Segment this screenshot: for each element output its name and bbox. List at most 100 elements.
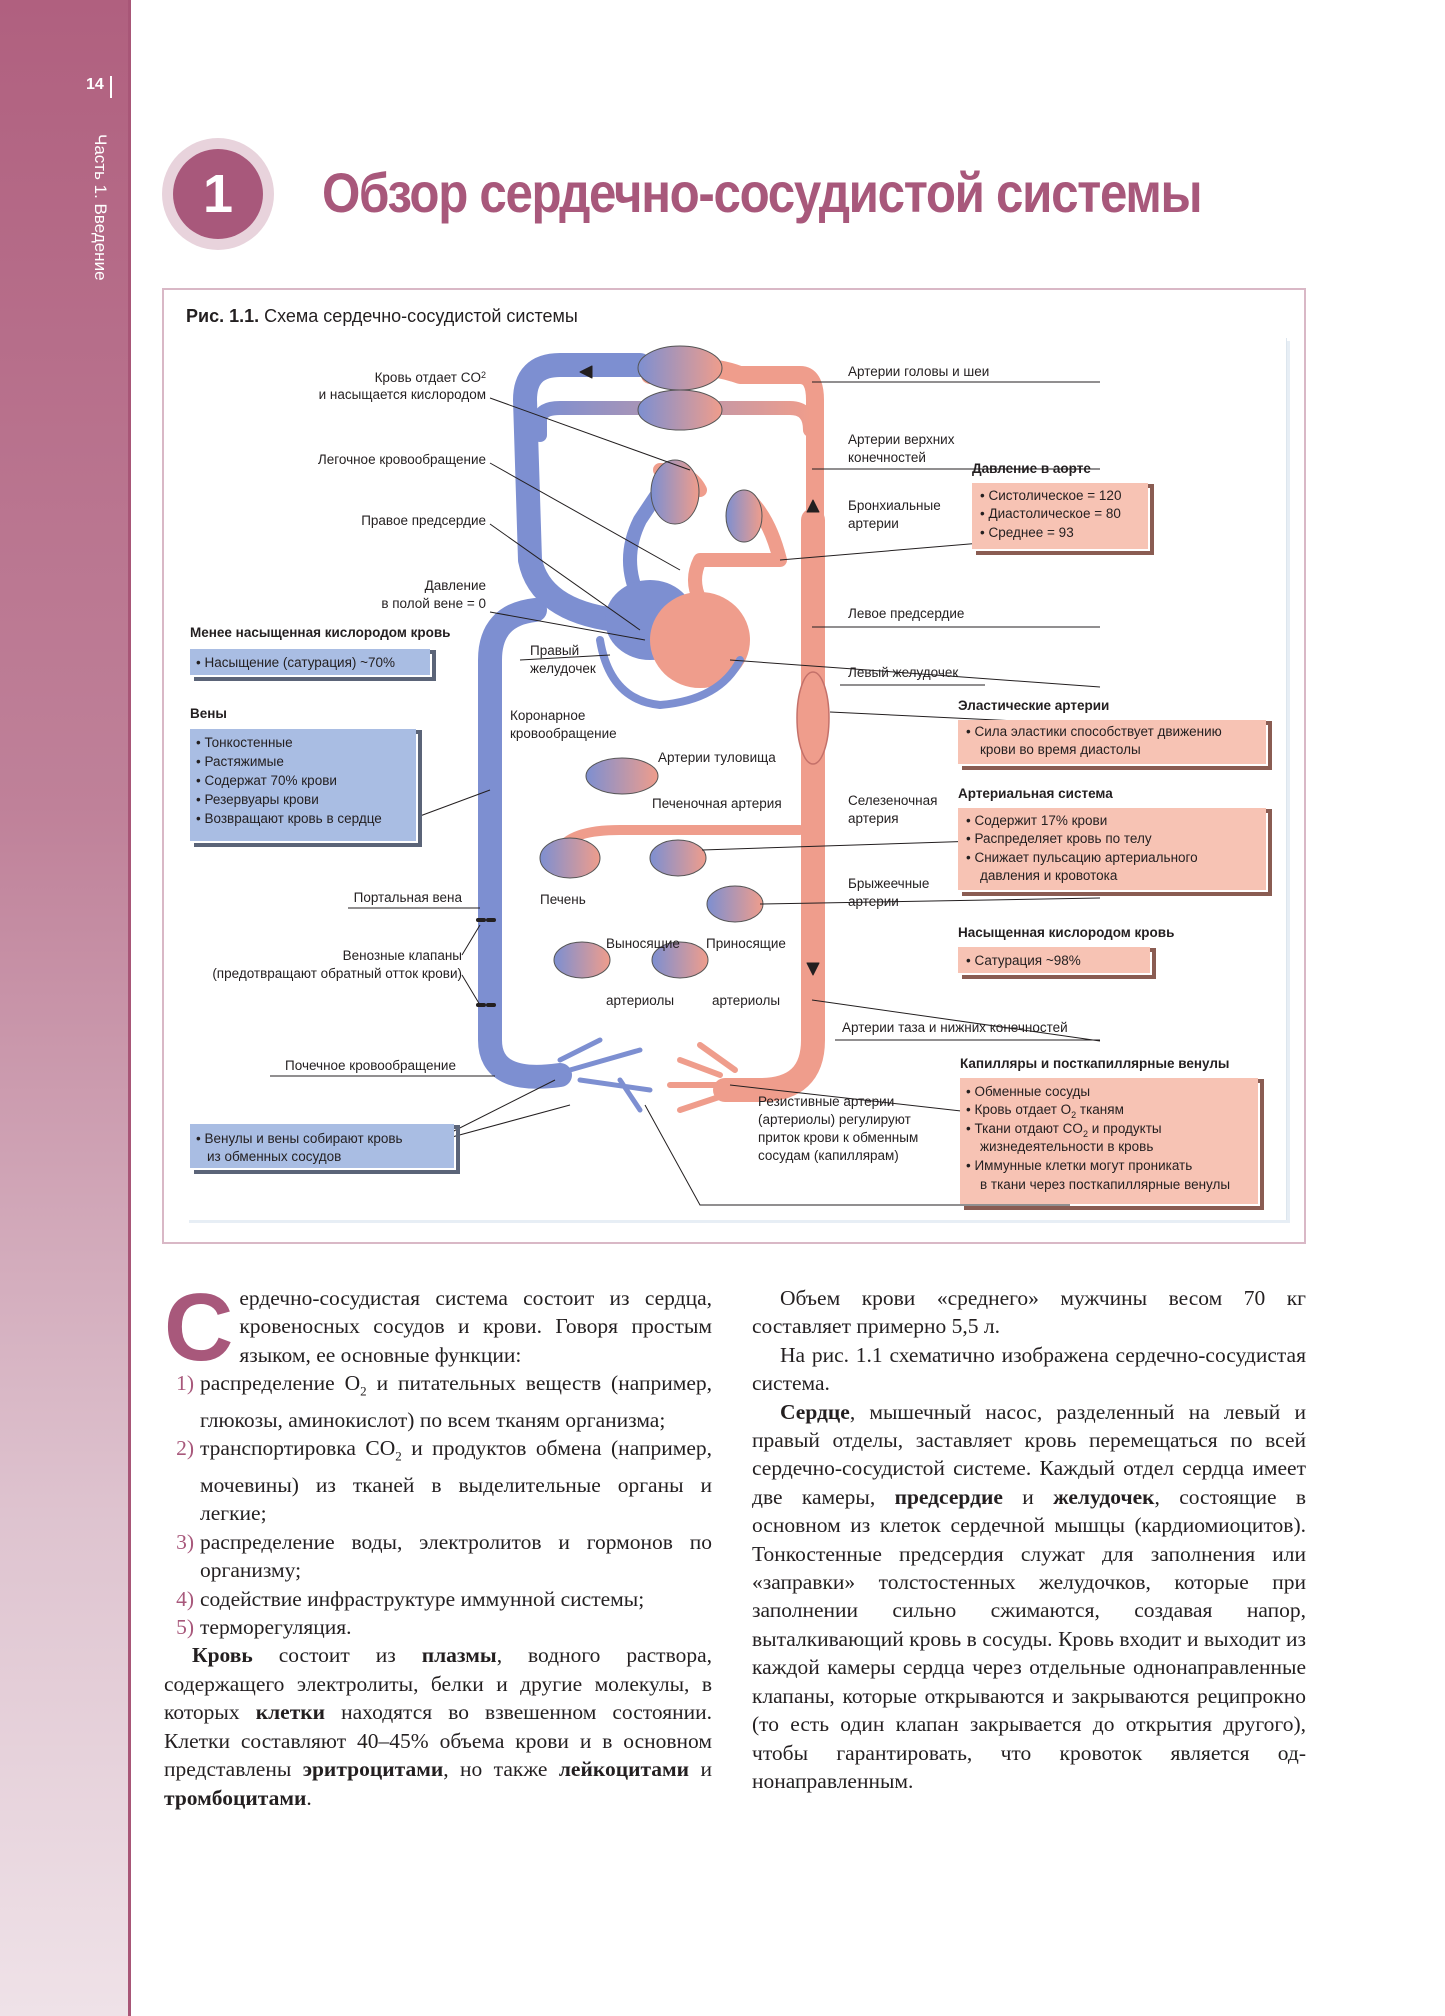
resistance-arterioles (667, 1042, 738, 1113)
subscript: 2 (395, 1448, 402, 1464)
circulation-diagram: Кровь отдает CO2 и насыщается кислородом… (190, 345, 1272, 1210)
box-deoxy-item: • Насыщение (сатурация) ~70% (196, 655, 395, 670)
box-veins-title: Вены (190, 706, 227, 721)
function-item-3: 3)распределение воды, электролитов и гор… (164, 1528, 712, 1585)
label-right-ventricle: Правый (530, 643, 579, 658)
label-arterioles-1: артериолы (606, 993, 674, 1008)
function-item-number: 3) (176, 1529, 194, 1554)
box-elastic-arteries: Эластические артерии • Сила эластики спо… (958, 698, 1272, 770)
head-capillary-bed (637, 345, 723, 391)
box-veins: Вены • Тонкостенные • Растяжимые • Содер… (190, 706, 422, 847)
intro-text: ердечно-сосудистая система состоит из се… (239, 1286, 712, 1367)
label-efferent: Выносящие (606, 936, 680, 951)
venous-valves (476, 918, 496, 1007)
term-platelets: тромбоцитами (164, 1785, 307, 1810)
blood-paragraph: Кровь состоит из плазмы, водного раствор… (164, 1641, 712, 1811)
text-run: , водного раствора, содержащего электрол… (164, 1643, 712, 1725)
text-run: , мышечный насос, разделенный на левый и… (752, 1399, 1306, 1509)
function-item-text-cont: и питательных веществ (например, глюкозы… (200, 1371, 713, 1432)
text-run: и (689, 1757, 712, 1782)
box-oxy-title: Насыщенная кислородом кровь (958, 925, 1174, 940)
label-bronchial: Бронхиальные (848, 498, 941, 513)
box-arterial-title: Артериальная система (958, 786, 1113, 801)
heart-left (650, 592, 750, 688)
box-veins-item-5: • Возвращают кровь в сердце (196, 811, 382, 826)
box-veins-item-2: • Растяжимые (196, 754, 284, 769)
box-elastic-item-2: крови во время диастолы (980, 742, 1141, 757)
function-item-4: 4)содействие инфраструктуре иммунной си­… (164, 1585, 712, 1613)
pulmonary-trunk (513, 353, 652, 632)
box-capillaries-item-5: • Иммунные клетки могут проникать (966, 1158, 1192, 1173)
figure-reference-paragraph: На рис. 1.1 схематично изображена сердеч… (752, 1342, 1306, 1396)
box-elastic-item-1: • Сила эластики способствует движению (966, 724, 1222, 739)
label-upper-limbs-line2: конечностей (848, 450, 926, 465)
label-resistance: Резистивные артерии (758, 1094, 894, 1109)
label-hepatic-artery: Печеночная артерия (652, 796, 782, 811)
box-capillaries-item-4: жизнедеятельности в кровь (980, 1139, 1153, 1154)
label-left-atrium: Левое предсердие (848, 606, 964, 621)
label-arterioles-2: артериолы (712, 993, 780, 1008)
function-item-2: 2)транспортировка CO2 и продуктов обмена… (164, 1434, 712, 1528)
term-blood: Кровь (192, 1643, 253, 1668)
box-aorta-title: Давление в аорте (972, 461, 1091, 476)
flow-arrows (579, 365, 820, 976)
box-aorta-item-2: • Диастолическое = 80 (980, 506, 1121, 521)
box-capillaries-item-2: • Кровь отдает O2 тканям (966, 1102, 1124, 1120)
box-capillaries-item-3: • Ткани отдают CO2 и продукты (966, 1121, 1162, 1139)
box-aorta-pressure: Давление в аорте • Систолическое = 120 •… (972, 461, 1154, 555)
function-item-number: 2) (176, 1436, 194, 1461)
label-bronchial-line2: артерии (848, 516, 899, 531)
text-column-right: Объем крови «среднего» мужчины весом 70 … (752, 1284, 1306, 1795)
label-co2: Кровь отдает CO2 (375, 370, 486, 385)
kidney-capillary-bed (553, 941, 611, 979)
label-portal-vein: Портальная вена (354, 890, 463, 905)
text-run: состоит из (252, 1643, 422, 1668)
function-item-text: распределение воды, электролитов и гормо… (200, 1529, 712, 1583)
coronary-loop (596, 636, 744, 709)
function-item-text-cont: и продуктов обмена (например, мочевины) … (200, 1436, 712, 1526)
label-venous-valves-line2: (предотвращают обратный отток крови) (212, 966, 462, 981)
lung-capillary-bed (650, 459, 700, 525)
function-item-text: транспортировка CO (200, 1436, 396, 1461)
liver-capillary-bed (539, 837, 601, 879)
box-oxygenated: Насыщенная кислородом кровь • Сатурация … (958, 925, 1174, 979)
text-run: находятся во взвешенном состоянии. Клетк… (164, 1700, 712, 1782)
label-head-arteries: Артерии головы и шеи (848, 364, 989, 379)
box-venules-line1: • Венулы и вены собирают кровь (196, 1131, 403, 1146)
function-item-number: 4) (176, 1586, 194, 1611)
subscript: 2 (360, 1383, 367, 1399)
capillary-beds (539, 345, 764, 979)
text-run: и (1002, 1484, 1054, 1509)
label-resistance-line3: приток крови к обменным (758, 1130, 918, 1145)
box-venules: • Венулы и вены собирают кровь из обменн… (190, 1124, 460, 1174)
box-deoxy-title: Менее насыщенная кислородом кровь (190, 625, 450, 640)
trunk-capillary-bed (585, 757, 659, 795)
label-mesenteric-line2: артерии (848, 894, 899, 909)
label-co2-line2: и насыщается кислородом (319, 387, 486, 402)
chapter-number: 1 (173, 149, 263, 239)
mesenteric-capillary-bed (706, 885, 764, 923)
box-deoxygenated: Менее насыщенная кислородом кровь • Насы… (190, 625, 450, 681)
box-veins-item-1: • Тонкостенные (196, 735, 293, 750)
box-arterial-item-4: давления и кровотока (980, 868, 1118, 883)
box-elastic-title: Эластические артерии (958, 698, 1109, 713)
vena-cava (478, 598, 572, 1089)
label-vena-pressure-line2: в полой вене = 0 (381, 596, 486, 611)
label-right-atrium: Правое предсердие (361, 513, 486, 528)
text-run: . (306, 1785, 312, 1810)
box-capillaries-title: Капилляры и посткапиллярные венулы (960, 1056, 1229, 1071)
box-veins-item-4: • Резервуары крови (196, 792, 319, 807)
page-number: 14 (86, 76, 104, 93)
label-coronary-line2: кровообращение (510, 726, 617, 741)
label-splenic: Селезеночная (848, 793, 937, 808)
box-venules-line2: из обменных сосудов (207, 1149, 341, 1164)
label-liver: Печень (540, 892, 586, 907)
exchange-venules (557, 1037, 653, 1113)
function-item-text: содействие инфраструктуре иммунной си­ст… (200, 1586, 645, 1611)
head-loop (533, 401, 817, 442)
label-afferent: Приносящие (706, 936, 786, 951)
term-erythrocytes: эритроцита­ми (302, 1757, 444, 1782)
label-resistance-line2: (артериолы) регулируют (758, 1112, 911, 1127)
